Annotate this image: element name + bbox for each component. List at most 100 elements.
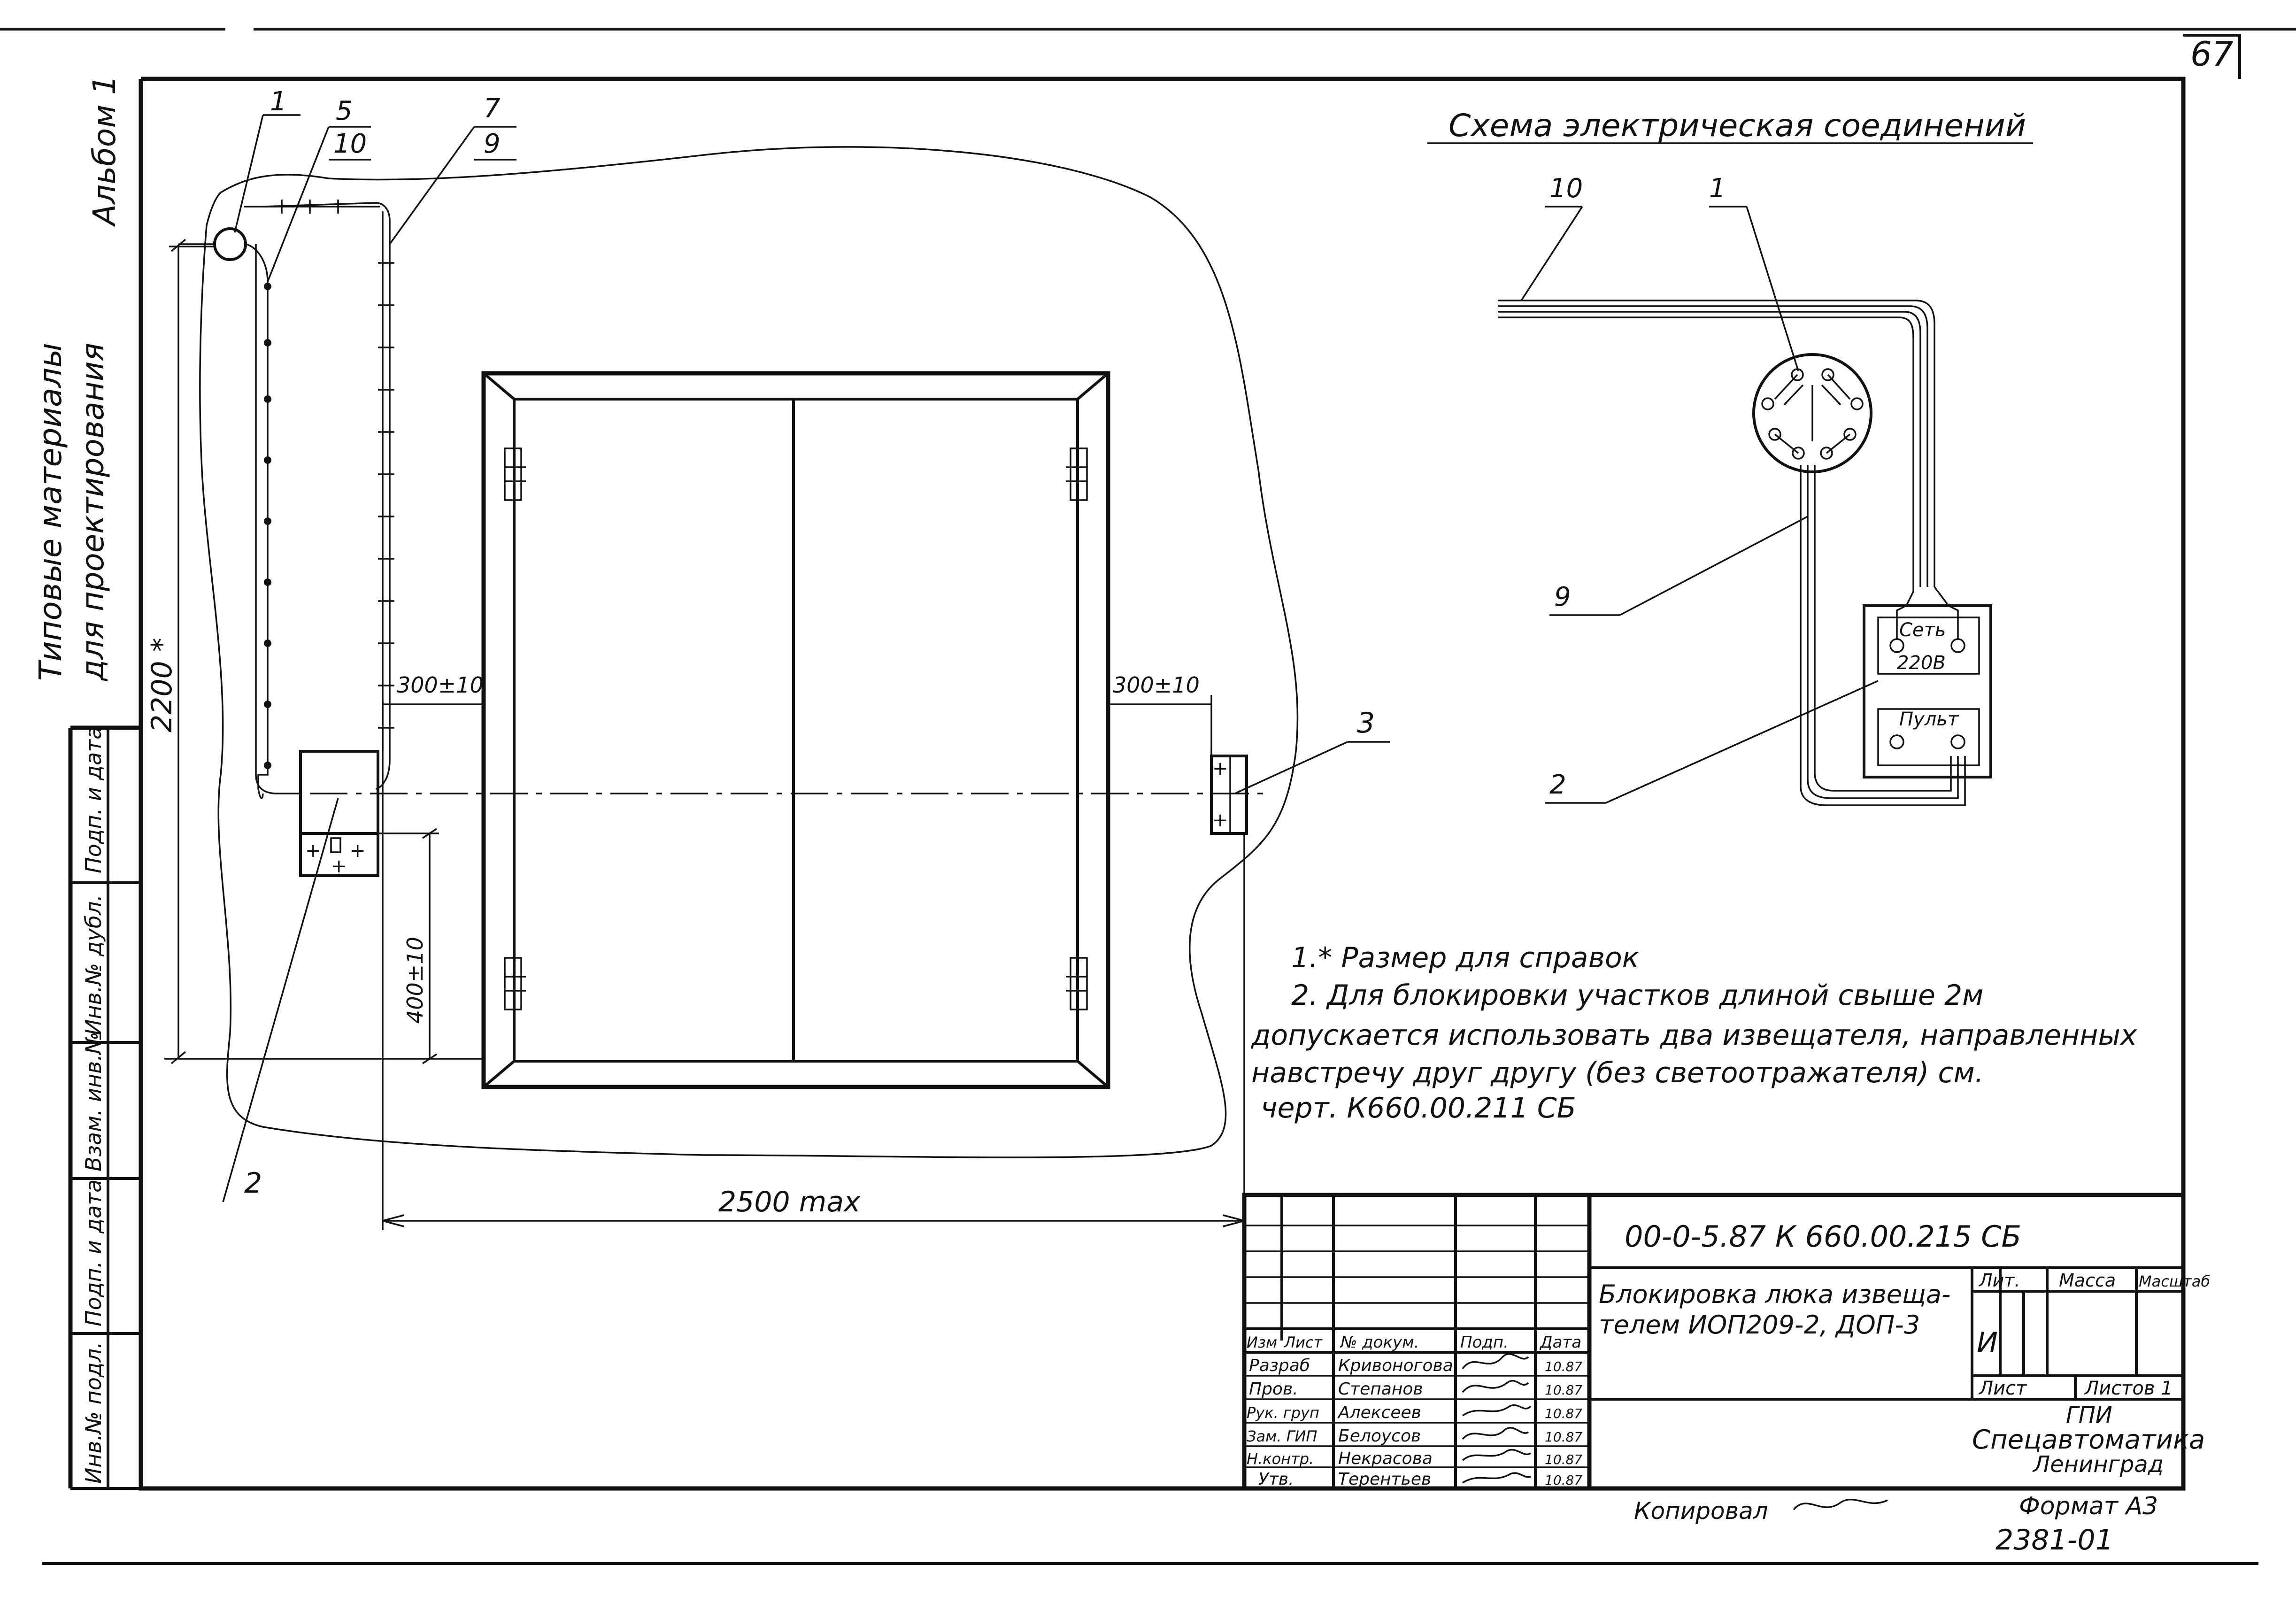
svg-text:9: 9 — [484, 129, 501, 159]
org-line3: Ленинград — [2032, 1451, 2164, 1478]
scheme-leader-1: 1 — [1709, 173, 1799, 371]
copied-label: Копировал — [1634, 1497, 1768, 1525]
svg-text:Некрасова: Некрасова — [1338, 1449, 1433, 1468]
plus-sign: + — [305, 840, 321, 862]
scheme-leader-2: 2 — [1545, 680, 1879, 804]
footer: Копировал Формат А3 2381-01 — [1634, 1492, 2158, 1557]
signature-scribbles — [1462, 1353, 1532, 1484]
svg-text:Терентьев: Терентьев — [1338, 1470, 1431, 1489]
svg-text:Н.контр.: Н.контр. — [1247, 1450, 1314, 1468]
side-stamp-1: Подп. и дата — [81, 726, 106, 873]
transmitter-unit — [299, 750, 379, 835]
svg-text:5: 5 — [336, 96, 353, 126]
plus-sign: + — [1212, 758, 1228, 779]
terminal-box — [1863, 604, 1992, 778]
svg-text:Рук. груп: Рук. груп — [1247, 1404, 1319, 1422]
plan-view: + + + + + 2200 * 300±10 300±10 — [146, 86, 1390, 1230]
dim-height-value: 2200 * — [146, 638, 178, 732]
svg-text:10.87: 10.87 — [1545, 1429, 1582, 1445]
terminal-block-set — [1877, 617, 1980, 675]
side-stamp-3: Взам. инв.№ — [81, 1032, 106, 1171]
dimension-receiver: 400±10 — [378, 828, 439, 1064]
note-line-3: допускается использовать два извещателя,… — [1251, 1019, 2137, 1052]
terminal-panel-label: Пульт — [1899, 709, 1959, 730]
page-number: 67 — [2190, 34, 2234, 74]
svg-text:2: 2 — [1549, 770, 1566, 800]
svg-text:И: И — [1977, 1326, 1998, 1359]
hatch-inner — [513, 398, 1079, 1063]
note-line-4: навстречу друг другу (без светоотражател… — [1251, 1056, 1984, 1089]
scheme-leader-10: 10 — [1520, 173, 1583, 301]
note-line-2: 2. Для блокировки участков длиной свыше … — [1291, 979, 1983, 1012]
svg-text:Лист: Лист — [1284, 1333, 1323, 1351]
svg-text:Дата: Дата — [1539, 1333, 1581, 1352]
svg-text:Зам. ГИП: Зам. ГИП — [1247, 1427, 1317, 1445]
detector-terminal-icons — [1761, 368, 1864, 460]
notes: 1.* Размер для справок 2. Для блокировки… — [1251, 941, 2137, 1125]
org-line1: ГПИ — [2066, 1402, 2112, 1428]
detector-socket-icon — [1752, 353, 1872, 473]
dimension-width: 2500 max — [382, 833, 1245, 1230]
scheme-title: Схема электрическая соединений — [1448, 108, 2026, 144]
transmitter-bracket — [299, 832, 379, 877]
svg-text:Масштаб: Масштаб — [2139, 1272, 2210, 1290]
wiring-scheme: Схема электрическая соединений Сеть 220В… — [1427, 108, 2033, 806]
svg-text:2: 2 — [244, 1167, 262, 1200]
hatch-outer — [481, 371, 1110, 1089]
terminal-block-panel — [1877, 708, 1980, 766]
org-line2: Спецавтоматика — [1972, 1425, 2205, 1455]
dim-left-gap-value: 300±10 — [397, 672, 484, 698]
leader-1: 1 — [234, 86, 300, 233]
svg-text:10: 10 — [1549, 173, 1583, 204]
row-name: Кривоногова — [1338, 1356, 1453, 1375]
svg-text:Степанов: Степанов — [1338, 1380, 1423, 1399]
frame-border — [139, 77, 2186, 1491]
plus-sign: + — [350, 840, 366, 862]
dim-right-gap-value: 300±10 — [1113, 672, 1200, 698]
cable-10 — [1498, 300, 1935, 587]
leader-3: 3 — [1234, 707, 1390, 794]
svg-text:Лист: Лист — [1978, 1378, 2027, 1399]
svg-text:Подп.: Подп. — [1460, 1333, 1509, 1352]
row-date: 10.87 — [1545, 1359, 1582, 1374]
copier-signature — [1793, 1498, 1888, 1511]
wall-outline — [199, 146, 1299, 1158]
cable-ticks — [281, 200, 394, 729]
svg-text:10.87: 10.87 — [1545, 1382, 1582, 1398]
title-block: 00-0-5.87 К 660.00.215 СБ Блокировка люк… — [1242, 1193, 2210, 1491]
doc-title-line1: Блокировка люка извеща- — [1599, 1279, 1950, 1309]
doc-code: 00-0-5.87 К 660.00.215 СБ — [1625, 1219, 2021, 1254]
svg-text:9: 9 — [1554, 582, 1571, 612]
page-number-box — [2183, 34, 2241, 79]
svg-text:Белоусов: Белоусов — [1338, 1426, 1421, 1446]
svg-text:10.87: 10.87 — [1545, 1406, 1582, 1421]
svg-text:10.87: 10.87 — [1545, 1472, 1582, 1488]
svg-text:3: 3 — [1357, 707, 1375, 740]
hinge-icon — [504, 957, 526, 1010]
hinge-icon — [1066, 957, 1088, 1010]
terminal-voltage-label: 220В — [1897, 652, 1946, 674]
note-line-1: 1.* Размер для справок — [1291, 941, 1639, 974]
side-title-line2: для проектирования — [75, 343, 111, 681]
svg-text:10: 10 — [333, 129, 367, 159]
leader-7-9: 7 9 — [389, 93, 516, 245]
svg-text:Утв.: Утв. — [1258, 1470, 1294, 1489]
side-stamp-2: Инв.№ дубл. — [81, 894, 106, 1035]
svg-text:1: 1 — [270, 86, 287, 117]
side-stamp-4: Подп. и дата — [81, 1179, 106, 1326]
svg-text:Масса: Масса — [2059, 1270, 2116, 1291]
doc-title-line2: телем ИОП209-2, ДОП-3 — [1599, 1310, 1920, 1340]
svg-text:7: 7 — [484, 93, 501, 124]
dimension-height: 2200 * — [146, 239, 484, 1064]
row-role: Разраб — [1249, 1356, 1310, 1375]
reflector-unit — [1210, 755, 1248, 835]
cable-marker-dots — [264, 283, 271, 769]
leader-2: 2 — [222, 798, 339, 1202]
terminal-set-label: Сеть — [1899, 619, 1946, 641]
leader-5-10: 5 10 — [267, 96, 371, 282]
hinge-icon — [1066, 447, 1088, 501]
plus-sign: + — [331, 855, 347, 877]
svg-text:Лит.: Лит. — [1978, 1270, 2020, 1291]
dimension-right-gap: 300±10 — [1108, 672, 1212, 756]
format-label: Формат А3 — [2019, 1492, 2158, 1520]
